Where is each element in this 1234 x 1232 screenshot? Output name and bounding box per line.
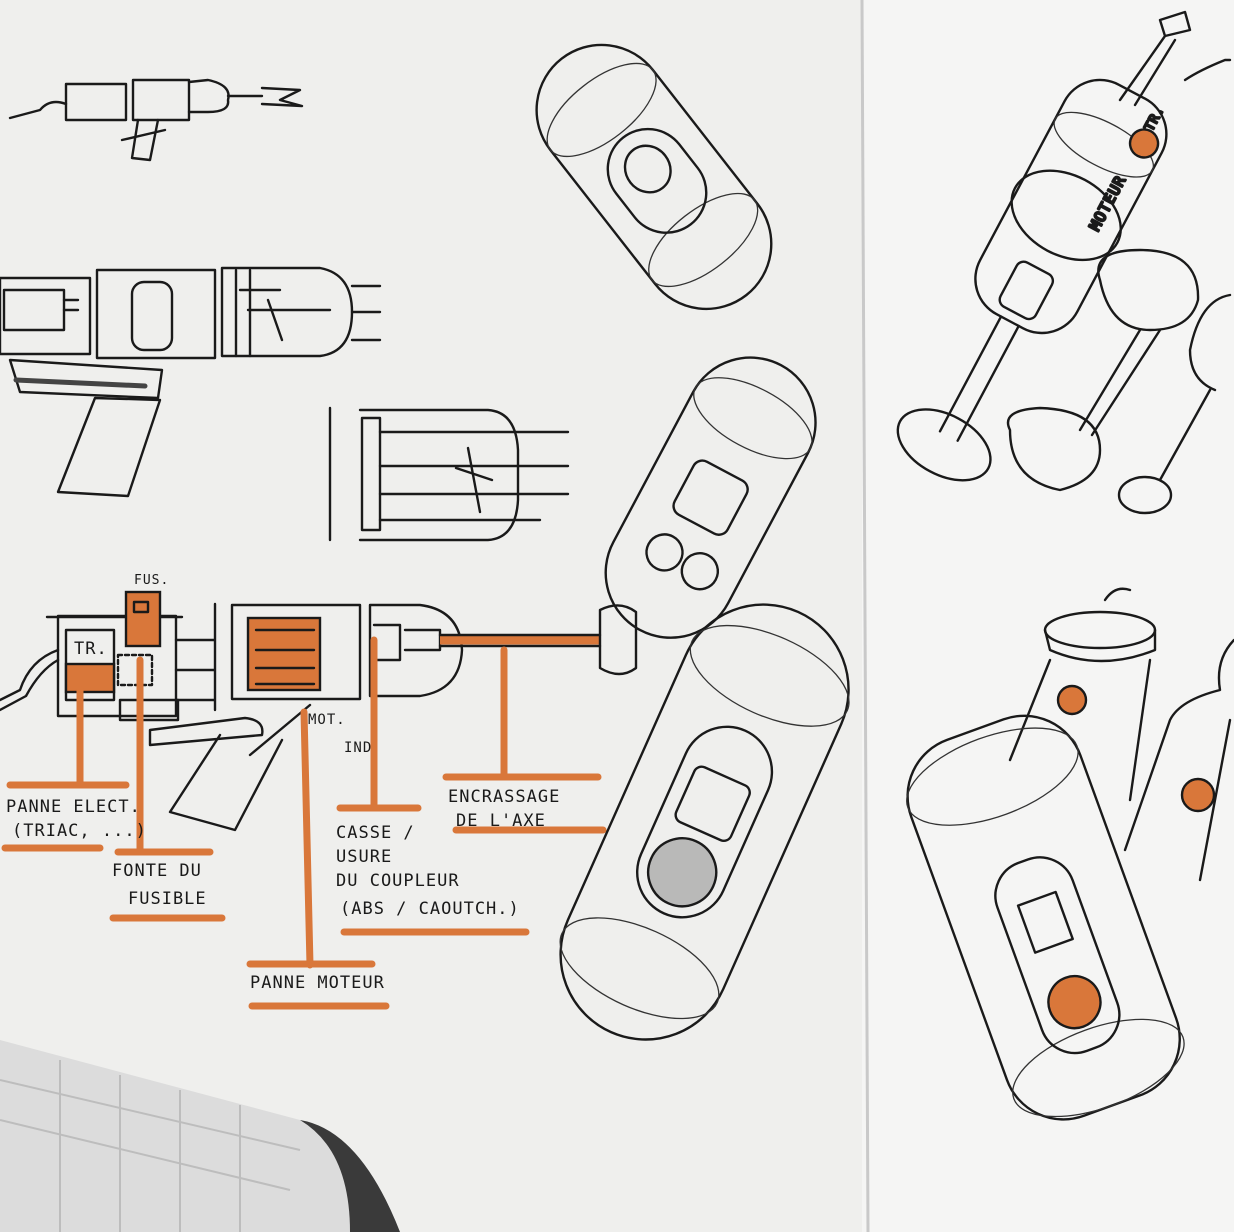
failure-label-line: PANNE ELECT. [6, 797, 141, 817]
right-page [862, 0, 1234, 1232]
failure-label-line: USURE [336, 847, 392, 867]
sketch-cylinder-3 [559, 603, 850, 1041]
label-triac: TR. [74, 639, 108, 659]
sketch-small-blender [8, 78, 304, 162]
failure-label-electrical: PANNE ELECT. (TRIAC, ...) [6, 797, 147, 841]
sketch-right-cylinders [906, 587, 1234, 1121]
sketch-fan-detail [328, 406, 570, 542]
label-motor-line1: MOT. [308, 712, 346, 728]
main-diagram: TR. FUS. MOT. IND. PANNE ELECT. (TRIAC, … [0, 573, 638, 1010]
failure-label-line: FUSIBLE [128, 889, 207, 909]
label-fuse: FUS. [134, 573, 169, 588]
failure-label-line: PANNE MOTEUR [250, 973, 385, 993]
failure-label-fuse: FONTE DU FUSIBLE [112, 861, 207, 909]
spine [860, 0, 870, 1232]
sketch-blender-section [0, 266, 382, 498]
sketch-cylinder-2 [604, 356, 817, 639]
failure-label-line: CASSE / [336, 823, 415, 843]
failure-label-line: (TRIAC, ...) [12, 821, 147, 841]
foreground-object [0, 1040, 400, 1232]
failure-label-shaft: ENCRASSAGE DE L'AXE [448, 787, 560, 831]
failure-label-line: DE L'AXE [456, 811, 546, 831]
failure-label-motor: PANNE MOTEUR [250, 973, 385, 993]
failure-label-line: (ABS / CAOUTCH.) [340, 899, 520, 919]
failure-label-line: ENCRASSAGE [448, 787, 560, 807]
sketch-cylinder-1 [535, 43, 773, 311]
failure-label-line: DU COUPLEUR [336, 871, 460, 891]
failure-label-line: FONTE DU [112, 861, 202, 881]
failure-label-coupler: CASSE / USURE DU COUPLEUR (ABS / CAOUTCH… [336, 823, 520, 919]
